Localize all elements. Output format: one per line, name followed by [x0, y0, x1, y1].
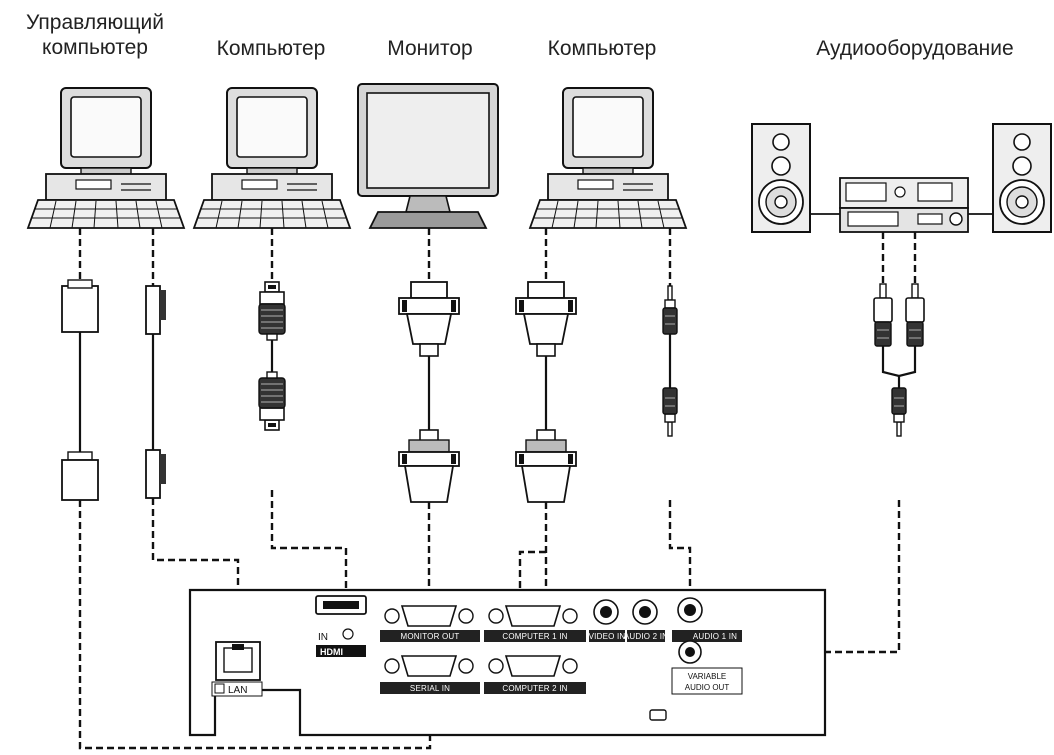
lan-plug-top [145, 285, 161, 335]
monitor-out-label: MONITOR OUT [401, 632, 460, 641]
audio1-in-label: AUDIO 1 IN [693, 632, 737, 641]
serial-in-label: SERIAL IN [410, 684, 450, 693]
variable-audio-out-label-2: AUDIO OUT [685, 683, 730, 692]
computer2-in-port: COMPUTER 2 IN [484, 655, 586, 694]
computer2-in-label: COMPUTER 2 IN [502, 684, 567, 693]
label-monitor: Монитор [387, 37, 473, 60]
lan-port: LAN [211, 641, 263, 697]
right-speaker [992, 123, 1052, 233]
security-slot [649, 709, 667, 721]
lan-port-label: LAN [228, 685, 247, 696]
label-audio-equipment: Аудиооборудование [816, 37, 1014, 60]
audio2-in-label: AUDIO 2 IN [624, 632, 668, 641]
monitor-out-port: MONITOR OUT [380, 605, 480, 642]
cable-control-serial [61, 228, 432, 750]
vga-plug-monitor-bottom [398, 429, 460, 503]
video-in-label: VIDEO IN [589, 632, 626, 641]
usb-plug-top [258, 281, 286, 341]
usb-plug-bottom [258, 371, 286, 431]
vga-plug-monitor-top [398, 281, 460, 357]
label-computer-a: Компьютер [216, 37, 326, 60]
vga-plug-computer-top [515, 281, 577, 357]
left-speaker [751, 123, 811, 233]
cable-computer-b-vga [515, 228, 577, 660]
label-control-computer-line1: Управляющий [26, 11, 164, 34]
label-computer-b: Компьютер [547, 37, 657, 60]
hdmi-in-label: IN [318, 632, 328, 643]
cable-monitor-vga [398, 228, 460, 604]
cable-computer-b-audio [662, 228, 692, 604]
serial-plug-top [61, 285, 99, 333]
audio-equipment [751, 123, 1052, 233]
cable-control-lan [145, 228, 240, 642]
rca-plug-left [873, 283, 893, 347]
jack-plug-top [662, 285, 678, 335]
label-control-computer-line2: компьютер [42, 36, 148, 59]
monitor-device [357, 83, 499, 229]
projector-panel: LAN IN HDMI MONITOR OUT [188, 588, 827, 737]
computer-b [529, 87, 687, 229]
jack-plug-audio [891, 387, 907, 437]
hdmi-logo: HDMI [320, 647, 343, 657]
computer1-in-label: COMPUTER 1 IN [502, 632, 567, 641]
rca-plug-right [905, 283, 925, 347]
control-computer [27, 87, 185, 229]
lan-network-icon [214, 683, 225, 694]
variable-audio-out-label-1: VARIABLE [688, 672, 727, 681]
audio1-in-port: AUDIO 1 IN [672, 597, 742, 642]
hdmi-port: IN HDMI [315, 595, 367, 657]
serial-plug-bottom [61, 459, 99, 501]
variable-audio-out-port: VARIABLE AUDIO OUT [671, 640, 743, 695]
vga-plug-computer-bottom [515, 429, 577, 503]
video-in-port: VIDEO IN [589, 599, 626, 642]
label-control-computer: Управляющий компьютер [0, 10, 190, 60]
computer1-in-port: COMPUTER 1 IN [484, 605, 586, 642]
lan-plug-bottom [145, 449, 161, 499]
cable-audio-equipment [700, 232, 925, 654]
jack-plug-bottom [662, 387, 678, 437]
audio2-in-port: AUDIO 2 IN [624, 599, 668, 642]
computer-a [193, 87, 351, 229]
serial-in-port: SERIAL IN [380, 655, 480, 694]
cable-computer-a-hdmi [258, 228, 348, 597]
